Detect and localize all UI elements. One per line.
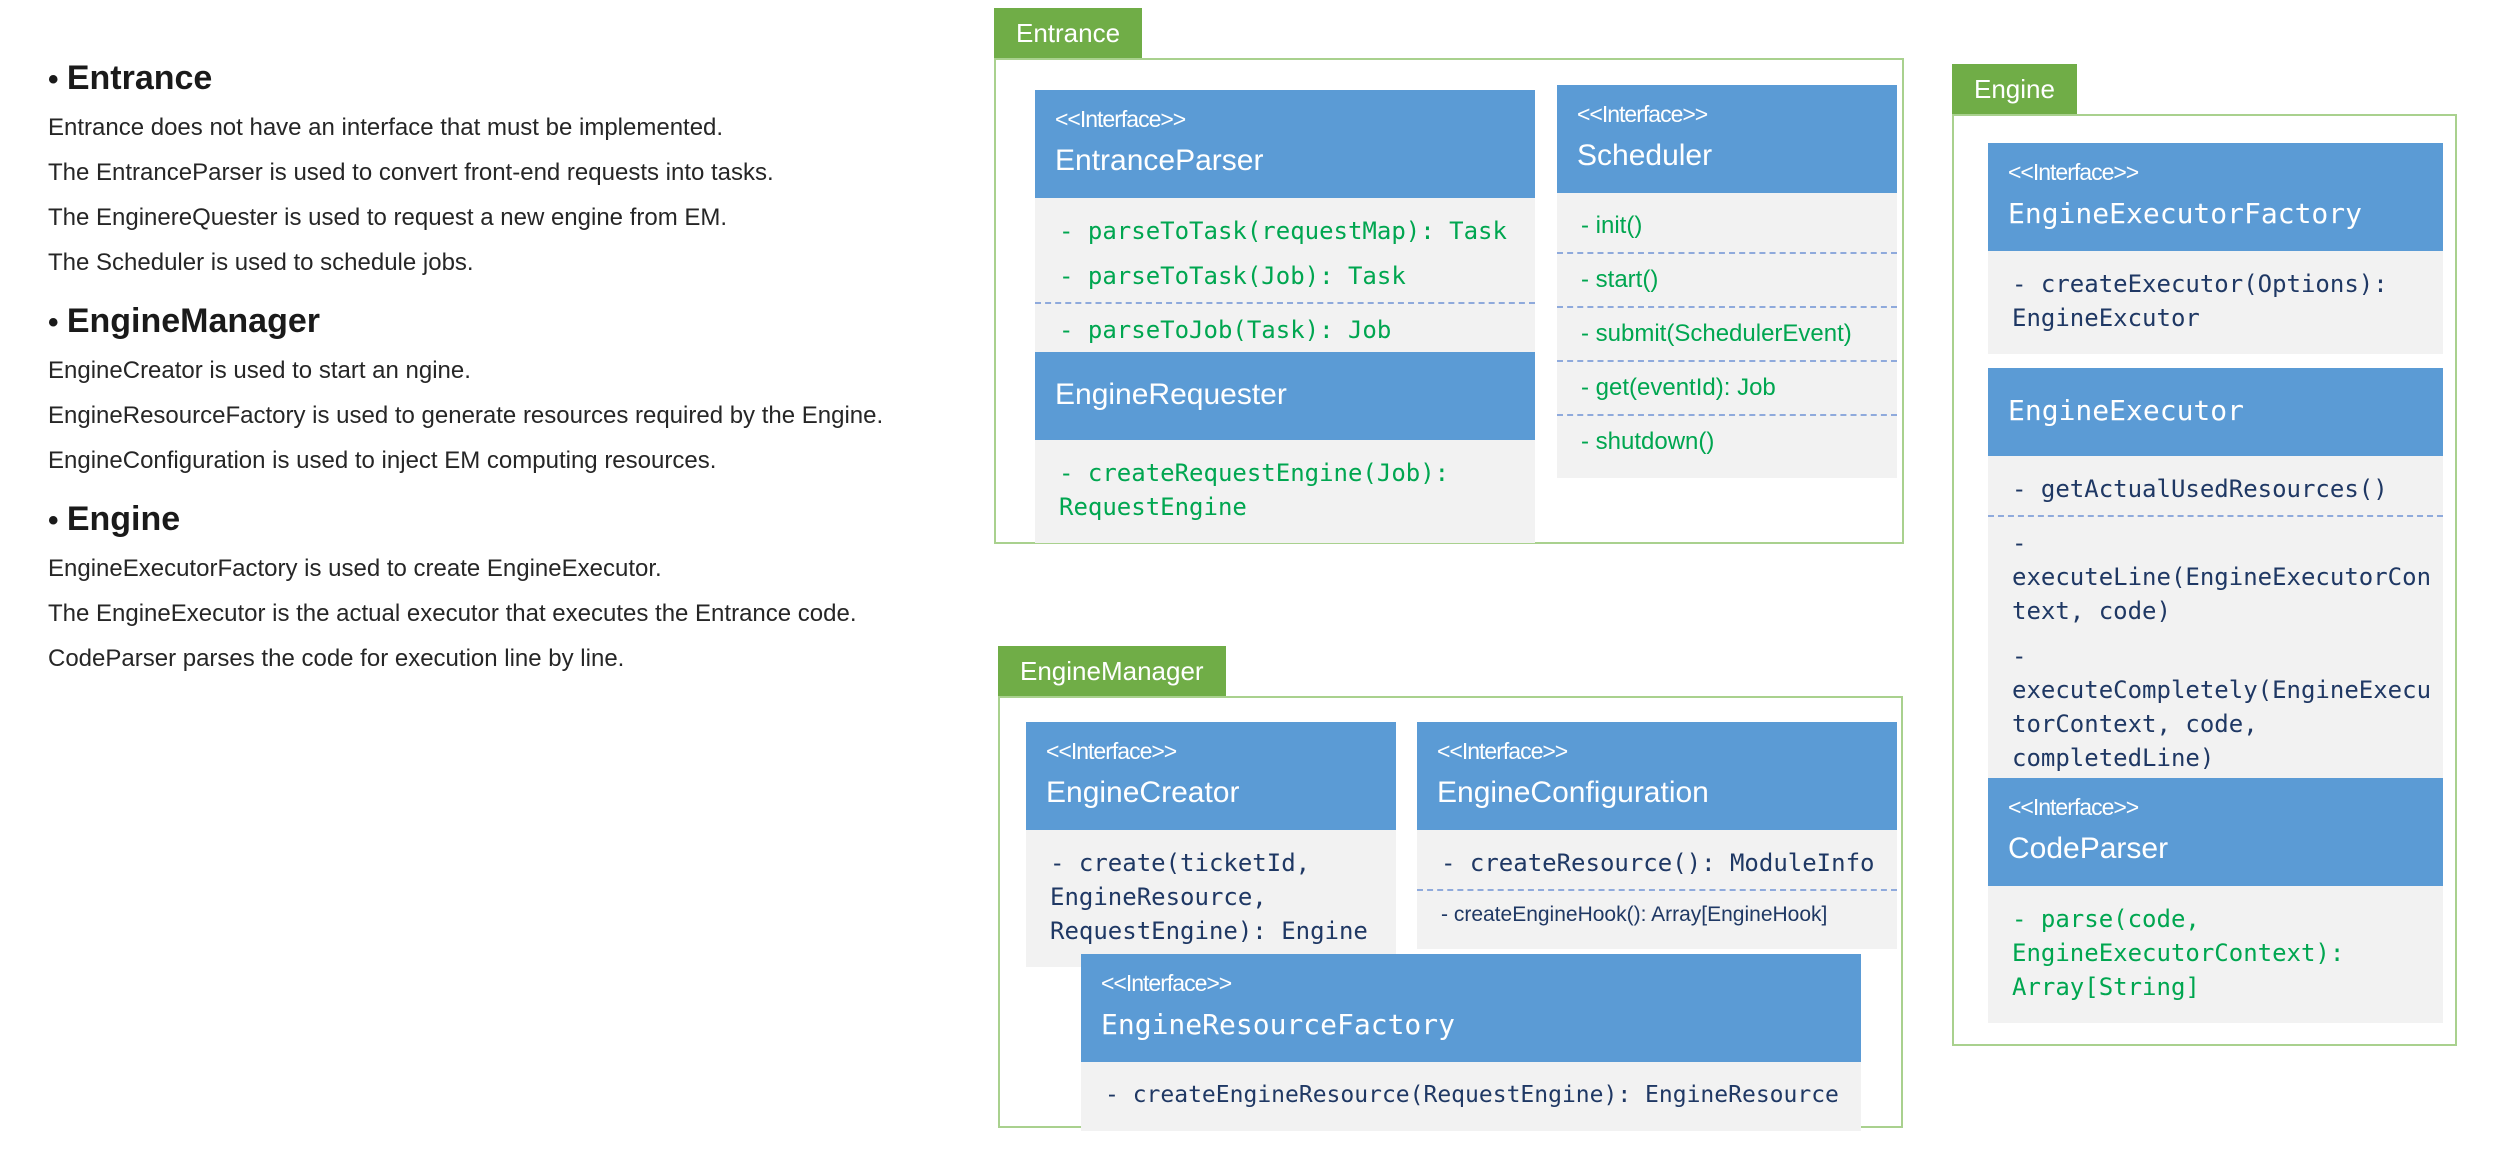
- engine-executor-factory-methods: - createExecutor(Options): EngineExcutor: [1988, 251, 2443, 354]
- uml-box-code-parser: <<Interface>> CodeParser - parse(code, Eng…: [1988, 778, 2443, 1023]
- engine-creator-header: <<Interface>> EngineCreator: [1026, 722, 1396, 830]
- notes-line: EngineResourceFactory is used to generat…: [48, 402, 884, 429]
- engine-resource-factory-header: <<Interface>> EngineResourceFactory: [1081, 954, 1861, 1062]
- scheduler-method: - start(): [1557, 258, 1897, 308]
- notes-line: The Scheduler is used to schedule jobs.: [48, 249, 474, 276]
- entrance-parser-name: EntranceParser: [1055, 144, 1264, 177]
- engine-executor-name: EngineExecutor: [2008, 394, 2245, 427]
- scheduler-methods: - init()- start()- submit(SchedulerEvent…: [1557, 193, 1897, 478]
- engine-configuration-name: EngineConfiguration: [1437, 776, 1709, 809]
- uml-box-engine-resource-factory: <<Interface>> EngineResourceFactory - crea…: [1081, 954, 1861, 1131]
- entrance-parser-method: - parseToJob(Task): Job: [1059, 316, 1392, 344]
- engine-creator-method: - create(ticketId, EngineResource, Reque…: [1050, 849, 1368, 945]
- uml-box-engine-executor-factory: <<Interface>> EngineExecutorFactory - crea…: [1988, 143, 2443, 354]
- notes-heading: Engine: [48, 499, 978, 541]
- scheduler-method: - get(eventId): Job: [1557, 366, 1897, 416]
- scheduler-method: - init(): [1557, 204, 1897, 254]
- code-parser-method: - parse(code, EngineExecutorContext): Ar…: [2012, 905, 2345, 1001]
- entrance-parser-method: - parseToTask(requestMap): Task: [1059, 217, 1507, 245]
- code-parser-methods: - parse(code, EngineExecutorContext): Ar…: [1988, 886, 2443, 1023]
- entrance-parser-methods: - parseToTask(requestMap): Task - parseTo…: [1035, 198, 1535, 366]
- notes-line: The EnginereQuester is used to request a…: [48, 204, 728, 231]
- notes-heading: Entrance: [48, 58, 978, 100]
- code-parser-header: <<Interface>> CodeParser: [1988, 778, 2443, 886]
- engine-executor-methods: - getActualUsedResources() - executeLine(…: [1988, 456, 2443, 794]
- uml-box-engine-executor: EngineExecutor - getActualUsedResources()…: [1988, 368, 2443, 794]
- notes-line: The EngineExecutor is the actual executo…: [48, 600, 857, 627]
- engine-creator-name: EngineCreator: [1046, 776, 1240, 809]
- code-parser-stereotype: <<Interface>>: [2008, 794, 2139, 820]
- engine-executor-factory-name: EngineExecutorFactory: [2008, 197, 2363, 230]
- engine-configuration-methods: - createResource(): ModuleInfo - createEn…: [1417, 830, 1897, 949]
- notes-line: EngineConfiguration is used to inject EM…: [48, 447, 717, 474]
- engine-creator-methods: - create(ticketId, EngineResource, Reque…: [1026, 830, 1396, 967]
- uml-box-scheduler: <<Interface>>Scheduler- init()- start()-…: [1557, 85, 1897, 478]
- uml-box-engine-configuration: <<Interface>> EngineConfiguration - create…: [1417, 722, 1897, 949]
- engine-executor-method: - executeCompletely(EngineExecutorContex…: [2012, 642, 2432, 772]
- engine-executor-method: - executeLine(EngineExecutorContext, cod…: [2012, 529, 2432, 625]
- scheduler-name: Scheduler: [1577, 139, 1713, 172]
- notes-line: CodeParser parses the code for execution…: [48, 645, 625, 672]
- engine-requester-header: EngineRequester: [1035, 352, 1535, 440]
- scheduler-method: - shutdown(): [1581, 428, 1715, 455]
- engine-requester-methods: - createRequestEngine(Job): RequestEngin…: [1035, 440, 1535, 543]
- notes-line: The EntranceParser is used to convert fr…: [48, 159, 774, 186]
- engine-resource-factory-method: - createEngineResource(RequestEngine): E…: [1105, 1082, 1839, 1108]
- entrance-parser-header: <<Interface>> EntranceParser: [1035, 90, 1535, 198]
- engine-resource-factory-name: EngineResourceFactory: [1101, 1008, 1456, 1041]
- engine-executor-header: EngineExecutor: [1988, 368, 2443, 456]
- entrance-parser-method: - parseToTask(Job): Task: [1035, 254, 1535, 304]
- notes-line: EngineExecutorFactory is used to create …: [48, 555, 662, 582]
- engine-requester-method: - createRequestEngine(Job): RequestEngin…: [1059, 459, 1450, 521]
- engine-executor-factory-header: <<Interface>> EngineExecutorFactory: [1988, 143, 2443, 251]
- engine-executor-method: - getActualUsedResources(): [1988, 467, 2443, 517]
- engine-creator-stereotype: <<Interface>>: [1046, 738, 1177, 764]
- engine-configuration-method: - createResource(): ModuleInfo: [1417, 841, 1897, 891]
- engine-executor-factory-method: - createExecutor(Options): EngineExcutor: [2012, 270, 2388, 332]
- scheduler-header: <<Interface>> Scheduler: [1557, 85, 1897, 193]
- uml-box-engine-requester: EngineRequester - createRequestEngine(Job…: [1035, 352, 1535, 543]
- uml-box-engine-creator: <<Interface>> EngineCreator - create(ticke…: [1026, 722, 1396, 967]
- engine-configuration-stereotype: <<Interface>>: [1437, 738, 1568, 764]
- engine-configuration-header: <<Interface>> EngineConfiguration: [1417, 722, 1897, 830]
- notes-line: EngineCreator is used to start an ngine.: [48, 357, 471, 384]
- engine-configuration-method: - createEngineHook(): Array[EngineHook]: [1441, 903, 1828, 926]
- group-engine-tag: Engine: [1952, 64, 2077, 114]
- scheduler-stereotype: <<Interface>>: [1577, 101, 1708, 127]
- uml-box-entrance-parser: <<Interface>> EntranceParser - parseToTask…: [1035, 90, 1535, 366]
- scheduler-method: - submit(SchedulerEvent): [1557, 312, 1897, 362]
- engine-executor-factory-stereotype: <<Interface>>: [2008, 159, 2139, 185]
- entrance-parser-stereotype: <<Interface>>: [1055, 106, 1186, 132]
- group-engine-manager-tag: EngineManager: [998, 646, 1226, 696]
- notes-heading: EngineManager: [48, 301, 978, 343]
- engine-resource-factory-stereotype: <<Interface>>: [1101, 970, 1232, 996]
- code-parser-name: CodeParser: [2008, 832, 2169, 865]
- engine-resource-factory-methods: - createEngineResource(RequestEngine): E…: [1081, 1062, 1861, 1131]
- group-entrance-tag: Entrance: [994, 8, 1143, 58]
- notes-line: Entrance does not have an interface that…: [48, 114, 724, 141]
- engine-requester-name: EngineRequester: [1055, 378, 1287, 411]
